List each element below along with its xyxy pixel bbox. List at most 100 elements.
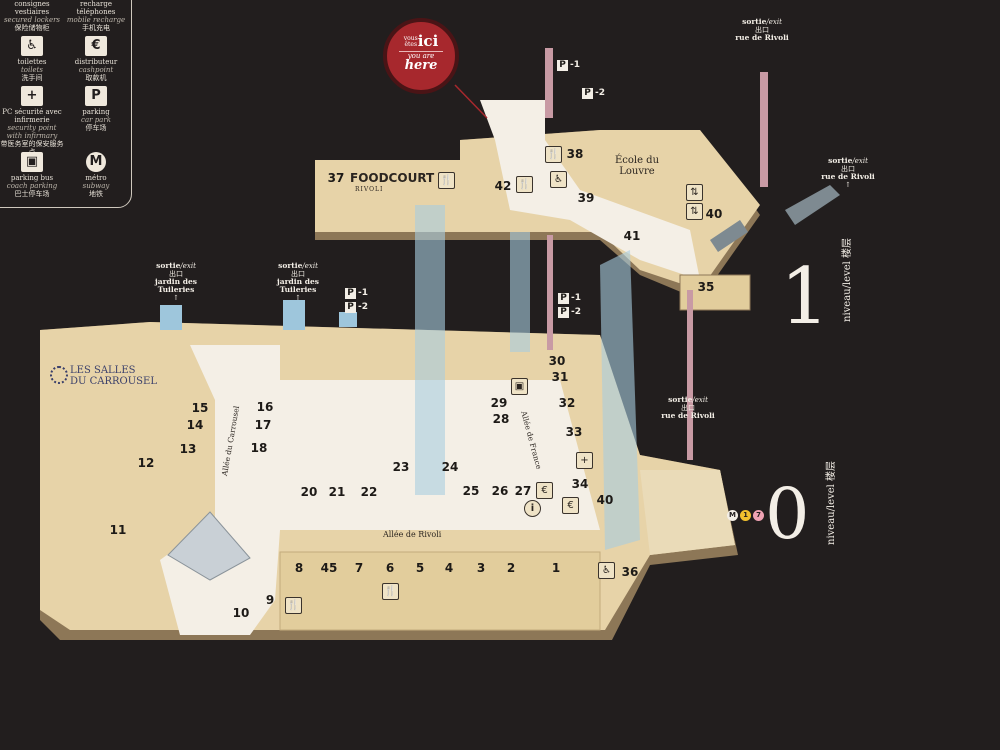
legend-label-zh: 地铁 (89, 190, 103, 198)
unit-16[interactable]: 16 (256, 400, 274, 414)
legend-label-zh: 停车场 (85, 124, 107, 132)
unit-39[interactable]: 39 (577, 191, 595, 205)
exit-label-zh: 出口 (841, 165, 855, 173)
unit-28[interactable]: 28 (492, 412, 510, 426)
unit-42[interactable]: 42 (494, 179, 512, 193)
unit-13[interactable]: 13 (179, 442, 197, 456)
unit-18[interactable]: 18 (250, 441, 268, 455)
parking-marker: P-1 (345, 288, 368, 299)
salles-du-carrousel-logo-icon (50, 366, 68, 384)
unit-3[interactable]: 3 (476, 561, 486, 575)
unit-29[interactable]: 29 (490, 396, 508, 410)
unit-45[interactable]: 45 (320, 561, 338, 575)
legend-label-en: cashpoint (78, 66, 114, 74)
parking-level: -2 (358, 302, 368, 312)
unit-8[interactable]: 8 (294, 561, 304, 575)
allee-de-rivoli-label: Allée de Rivoli (383, 530, 442, 539)
unit-33[interactable]: 33 (565, 425, 583, 439)
unit-26[interactable]: 26 (491, 484, 509, 498)
unit-9[interactable]: 9 (265, 593, 275, 607)
unit-38[interactable]: 38 (566, 147, 584, 161)
parking-icon: P (345, 288, 356, 299)
unit-36[interactable]: 36 (621, 565, 639, 579)
legend-label: parking (82, 108, 110, 116)
legend-label-en: secured lockers (3, 16, 61, 24)
unit-37[interactable]: 37 (327, 171, 345, 185)
unit-34[interactable]: 34 (571, 477, 589, 491)
unit-10[interactable]: 10 (232, 606, 250, 620)
accessible-lift-icon: ⇅ (686, 203, 703, 220)
legend-label-zh: 保险储物柜 (14, 24, 50, 32)
salles-line-2: DU CARROUSEL (70, 376, 157, 387)
unit-32[interactable]: 32 (558, 396, 576, 410)
parking-marker: P-1 (558, 293, 581, 304)
salles-line-1: LES SALLES (70, 365, 136, 376)
exit-label: sortie (156, 261, 181, 270)
unit-7[interactable]: 7 (354, 561, 364, 575)
exit-label: sortie (828, 156, 853, 165)
metro-line-7-badge: 7 (753, 510, 764, 521)
stairs (339, 312, 357, 327)
unit-35[interactable]: 35 (697, 280, 715, 294)
parking-level: -1 (570, 60, 580, 70)
unit-31[interactable]: 31 (551, 370, 569, 384)
unit-2[interactable]: 2 (506, 561, 516, 575)
you-are-here-pointer (454, 84, 488, 119)
unit-30[interactable]: 30 (548, 354, 566, 368)
level-label-zh: 楼层 (842, 237, 853, 258)
level-label: niveau/level (826, 484, 837, 545)
unit-22[interactable]: 22 (360, 485, 378, 499)
unit-27[interactable]: 27 (514, 484, 532, 498)
unit-24[interactable]: 24 (441, 460, 459, 474)
ecole-du-louvre-label: École du Louvre (614, 155, 660, 177)
information-icon: i (524, 500, 541, 517)
lift-shaft (545, 48, 553, 118)
cashpoint-icon: € (85, 36, 107, 56)
unit-23[interactable]: 23 (392, 460, 410, 474)
level-1-number: 1 (780, 252, 830, 342)
accessible-lift-icon: ⇅ (686, 184, 703, 201)
unit-6[interactable]: 6 (385, 561, 395, 575)
unit-21[interactable]: 21 (328, 485, 346, 499)
unit-4[interactable]: 4 (444, 561, 454, 575)
parking-icon: P (345, 302, 356, 313)
security-point-icon: + (21, 86, 43, 106)
unit-20[interactable]: 20 (300, 485, 318, 499)
unit-12[interactable]: 12 (137, 456, 155, 470)
parking-icon: P (85, 86, 107, 106)
unit-41[interactable]: 41 (623, 229, 641, 243)
unit-1[interactable]: 1 (551, 561, 561, 575)
unit-11[interactable]: 11 (109, 523, 127, 537)
unit-14[interactable]: 14 (186, 418, 204, 432)
restaurant-icon: 🍴 (516, 176, 533, 193)
legend-label-en: car park (81, 116, 111, 124)
exit-label-zh: 出口 (755, 26, 769, 34)
exit-destination: rue de Rivoli (821, 172, 875, 181)
unit-17[interactable]: 17 (254, 418, 272, 432)
here-en-small: you are (407, 52, 435, 60)
bus-parking-icon: ▣ (21, 152, 43, 172)
foodcourt-logo: FOODCOURT (350, 171, 435, 185)
lockers-icon: ▣ (511, 378, 528, 395)
exit-destination: jardin des Tuileries (155, 277, 197, 294)
unit-15[interactable]: 15 (191, 401, 209, 415)
arrow-up-icon: ↑ (295, 294, 301, 302)
here-fr-small: vous êtes (403, 35, 418, 48)
restaurant-icon: 🍴 (545, 146, 562, 163)
unit-40[interactable]: 40 (596, 493, 614, 507)
unit-5[interactable]: 5 (415, 561, 425, 575)
unit-40[interactable]: 40 (705, 207, 723, 221)
unit-25[interactable]: 25 (462, 484, 480, 498)
security-point-icon: + (576, 452, 593, 469)
legend-label-en: mobile recharge (66, 16, 126, 24)
